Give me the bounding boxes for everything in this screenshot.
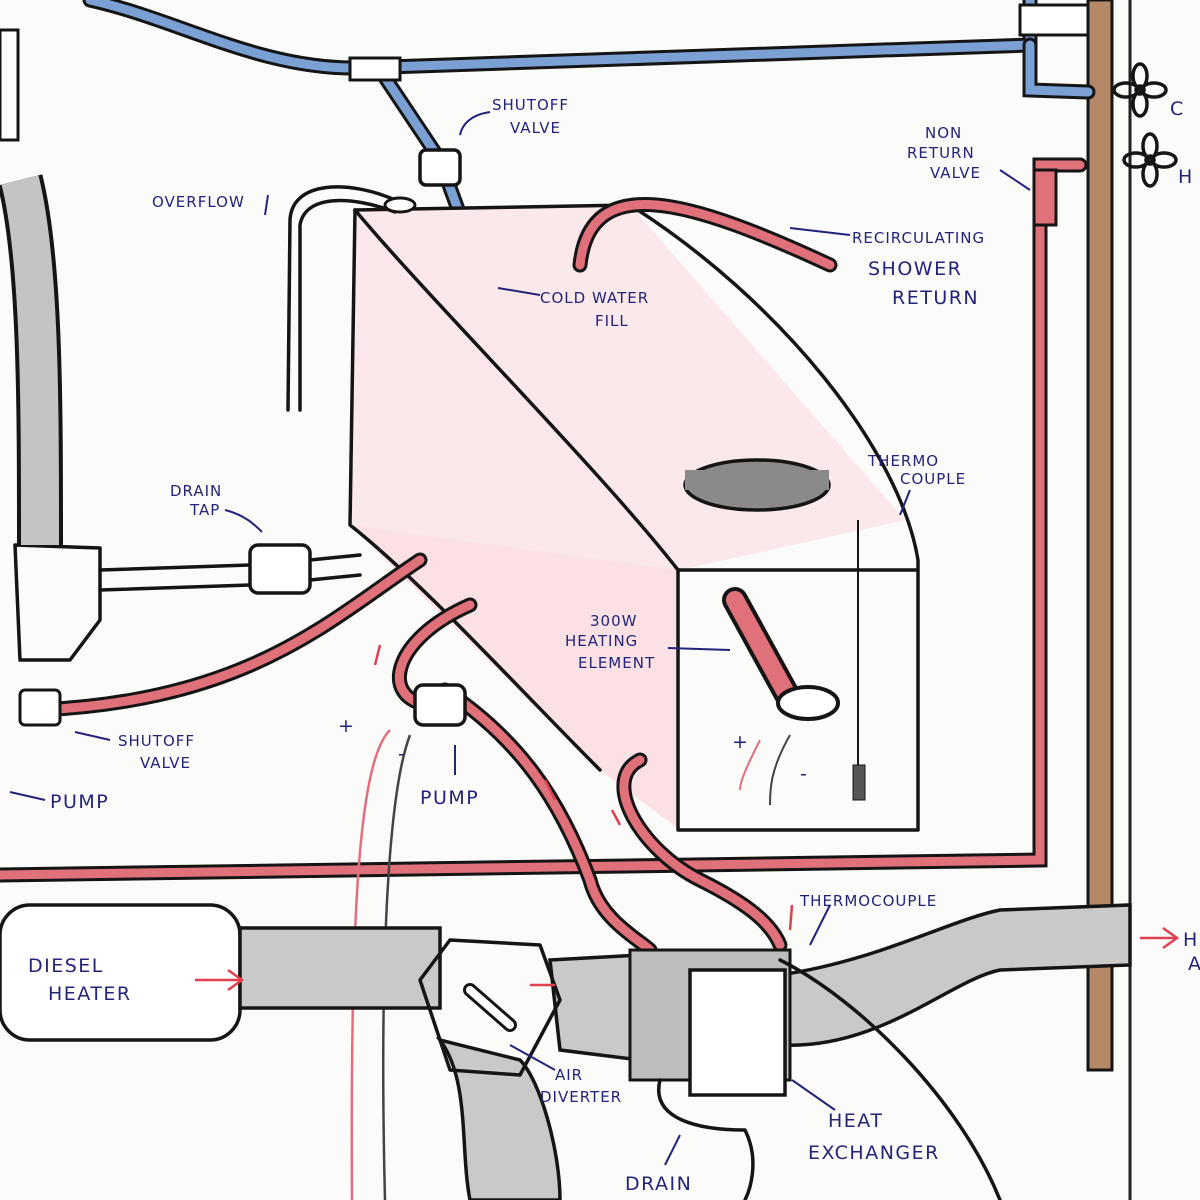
pump[interactable] (413, 683, 467, 727)
overflow-pipe (286, 185, 397, 412)
non-return-valve (1032, 168, 1058, 227)
label-heat-exchanger: EXCHANGER (808, 1142, 940, 1164)
label-pump-negative: - (398, 743, 406, 765)
label-air-diverter: AIR (555, 1066, 583, 1084)
label-recirculating: RECIRCULATING (852, 229, 985, 247)
label-hot: H (1178, 166, 1194, 188)
label-pump-left: PUMP (50, 791, 109, 813)
hot-air-ducting (0, 903, 1132, 1200)
label-air-diverter: DIVERTER (540, 1088, 622, 1106)
shutoff-valve-left[interactable] (18, 688, 62, 727)
label-cold-water-fill: COLD WATER (540, 289, 649, 307)
label-cold: C (1170, 98, 1185, 120)
label-cold-water-fill: FILL (595, 312, 629, 330)
label-shower: SHOWER (868, 258, 962, 280)
left-flexible-hose (1, 175, 59, 546)
label-shutoff-valve-left: VALVE (140, 754, 191, 772)
hot-water-line (0, 157, 1088, 883)
label-pointers (9, 111, 1031, 1166)
label-diesel-heater: DIESEL (28, 955, 104, 977)
label-overflow: OVERFLOW (152, 193, 245, 211)
flow-arrows (195, 644, 1180, 992)
label-shutoff-valve: SHUTOFF (492, 96, 569, 114)
label-heat-exchanger: HEAT (828, 1110, 883, 1132)
label-heating-element: 300W (590, 612, 637, 630)
label-element-negative: - (800, 763, 808, 785)
hot-tap-icon[interactable] (1122, 132, 1178, 188)
label-drain: DRAIN (625, 1173, 692, 1195)
label-drain-tap: TAP (189, 501, 220, 519)
label-pump-positive: + (338, 715, 355, 737)
shutoff-valve-top[interactable] (418, 148, 462, 187)
label-hot-air: A (1188, 953, 1200, 975)
labels: SHUTOFF VALVE OVERFLOW COLD WATER FILL R… (28, 96, 1200, 1195)
label-pump: PUMP (420, 787, 479, 809)
recirculating-return-pipe (575, 200, 835, 270)
heating-element (722, 587, 840, 721)
label-diesel-heater: HEATER (48, 983, 132, 1005)
label-return: RETURN (892, 287, 979, 309)
wooden-post (1086, 0, 1114, 1072)
label-non-return-valve: RETURN (907, 144, 975, 162)
heat-exchanger (688, 968, 787, 1097)
label-hot-air: H (1183, 929, 1199, 951)
drain-tap[interactable] (248, 543, 312, 595)
tee-fitting (13, 543, 102, 662)
label-heating-element: ELEMENT (578, 654, 655, 672)
label-non-return-valve: VALVE (930, 164, 981, 182)
label-shutoff-valve-left: SHUTOFF (118, 732, 195, 750)
cold-tap-icon[interactable] (1112, 62, 1168, 118)
label-thermocouple-hx: THERMOCOUPLE (799, 892, 937, 910)
label-thermocouple-tank: THERMO (867, 452, 939, 470)
label-thermocouple-tank: COUPLE (900, 470, 966, 488)
pump-power-positive (350, 729, 391, 1200)
label-element-positive: + (732, 731, 749, 753)
label-drain-tap: DRAIN (170, 482, 222, 500)
air-diverter[interactable] (418, 938, 562, 1077)
label-heating-element: HEATING (565, 632, 638, 650)
label-shutoff-valve: VALVE (510, 119, 561, 137)
pump-power-negative (382, 734, 412, 1200)
drain-pipe (98, 553, 362, 592)
pump-feed-pipe (35, 555, 425, 715)
label-non-return-valve: NON (925, 124, 962, 142)
